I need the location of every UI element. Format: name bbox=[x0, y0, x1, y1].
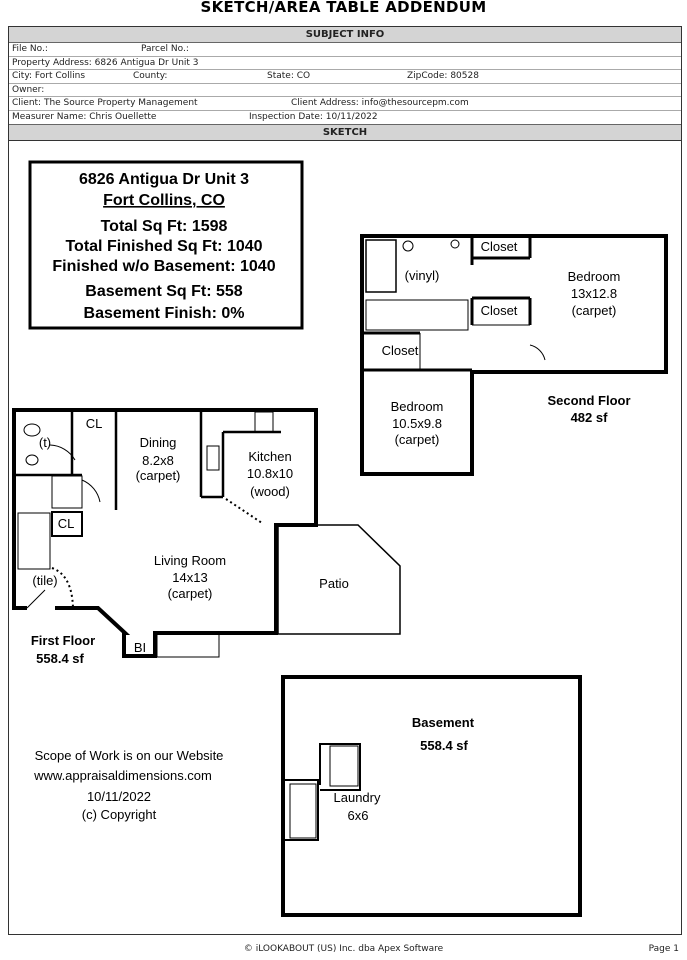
bedroom2-dims: 10.5x9.8 bbox=[392, 416, 442, 431]
cl-label-2: CL bbox=[58, 516, 75, 531]
second-floor-plan bbox=[360, 234, 668, 476]
county: County: bbox=[133, 71, 168, 82]
row-city: City: Fort Collins County: State: CO ZipCod… bbox=[9, 70, 681, 84]
row-address: Property Address: 6826 Antigua Dr Unit 3 bbox=[9, 56, 681, 71]
living-floor: (carpet) bbox=[168, 586, 213, 601]
patio-label: Patio bbox=[319, 576, 349, 591]
client: Client: The Source Property Management bbox=[12, 98, 198, 109]
inspection-date: Inspection Date: 10/11/2022 bbox=[249, 111, 378, 122]
summary-basement-finish: Basement Finish: 0% bbox=[84, 305, 245, 322]
subject-info-table: SUBJECT INFO File No.: Parcel No.: Proper… bbox=[8, 26, 682, 141]
bi-label: BI bbox=[134, 640, 146, 655]
summary-box bbox=[28, 160, 304, 330]
bedroom1-name: Bedroom bbox=[568, 269, 621, 284]
date-note: 10/11/2022 bbox=[87, 789, 151, 804]
state: State: CO bbox=[267, 71, 311, 82]
living-name: Living Room bbox=[154, 553, 226, 568]
second-floor-area: 482 sf bbox=[571, 410, 609, 425]
basement-plan bbox=[281, 675, 582, 917]
kitchen-dims: 10.8x10 bbox=[247, 466, 293, 481]
cl-label-1: CL bbox=[86, 416, 103, 431]
toilet-label: (t) bbox=[39, 435, 51, 450]
property-address: Property Address: 6826 Antigua Dr Unit 3 bbox=[12, 57, 199, 68]
first-floor-plan bbox=[12, 408, 401, 658]
row-client: Client: The Source Property Management Cl… bbox=[9, 97, 681, 111]
closet-label-2: Closet bbox=[481, 303, 518, 318]
summary-address: 6826 Antigua Dr Unit 3 bbox=[79, 171, 249, 188]
living-dims: 14x13 bbox=[172, 570, 207, 585]
laundry-name: Laundry bbox=[334, 790, 381, 805]
summary-total-finished: Total Finished Sq Ft: 1040 bbox=[65, 238, 262, 255]
zip: ZipCode: 80528 bbox=[407, 71, 479, 82]
first-floor-label: First Floor bbox=[31, 633, 95, 648]
row-file: File No.: Parcel No.: bbox=[9, 43, 681, 57]
parcel-no: Parcel No.: bbox=[141, 44, 189, 54]
client-address: Client Address: info@thesourcepm.com bbox=[291, 98, 469, 109]
sketch-header: SKETCH bbox=[9, 124, 681, 140]
closet-label-1: Closet bbox=[481, 239, 518, 254]
kitchen-floor: (wood) bbox=[250, 484, 290, 499]
owner: Owner: bbox=[12, 84, 45, 95]
dining-dims: 8.2x8 bbox=[142, 453, 174, 468]
sketch-area bbox=[8, 134, 682, 935]
second-floor-label: Second Floor bbox=[547, 393, 630, 408]
summary-city: Fort Collins, CO bbox=[103, 192, 225, 209]
row-owner: Owner: bbox=[9, 83, 681, 98]
bedroom1-floor: (carpet) bbox=[572, 303, 617, 318]
laundry-dims: 6x6 bbox=[348, 808, 369, 823]
dining-name: Dining bbox=[140, 435, 177, 450]
row-measurer: Measurer Name: Chris Ouellette Inspection… bbox=[9, 110, 681, 125]
website-note: www.appraisaldimensions.com bbox=[33, 768, 212, 783]
subject-info-header: SUBJECT INFO bbox=[9, 27, 681, 43]
kitchen-name: Kitchen bbox=[248, 449, 291, 464]
dining-floor: (carpet) bbox=[136, 468, 181, 483]
basement-label: Basement bbox=[412, 715, 475, 730]
summary-finished-wo-basement: Finished w/o Basement: 1040 bbox=[52, 258, 275, 275]
bedroom1-dims: 13x12.8 bbox=[571, 286, 617, 301]
summary-basement: Basement Sq Ft: 558 bbox=[85, 283, 242, 300]
footer-credit: © iLOOKABOUT (US) Inc. dba Apex Software bbox=[243, 944, 444, 954]
measurer: Measurer Name: Chris Ouellette bbox=[12, 111, 157, 122]
bedroom2-name: Bedroom bbox=[391, 399, 444, 414]
tile-label: (tile) bbox=[32, 573, 57, 588]
closet-label-3: Closet bbox=[382, 343, 419, 358]
first-floor-area: 558.4 sf bbox=[36, 651, 84, 666]
page-number: Page 1 bbox=[648, 944, 679, 954]
copyright-note: (c) Copyright bbox=[82, 807, 157, 822]
bedroom2-floor: (carpet) bbox=[395, 432, 440, 447]
vinyl-label: (vinyl) bbox=[405, 268, 440, 283]
basement-area: 558.4 sf bbox=[420, 738, 468, 753]
page-title: SKETCH/AREA TABLE ADDENDUM bbox=[200, 0, 487, 16]
summary-total: Total Sq Ft: 1598 bbox=[101, 218, 228, 235]
file-no: File No.: bbox=[12, 44, 48, 54]
scope-note: Scope of Work is on our Website bbox=[35, 748, 224, 763]
city: City: Fort Collins bbox=[12, 71, 86, 82]
